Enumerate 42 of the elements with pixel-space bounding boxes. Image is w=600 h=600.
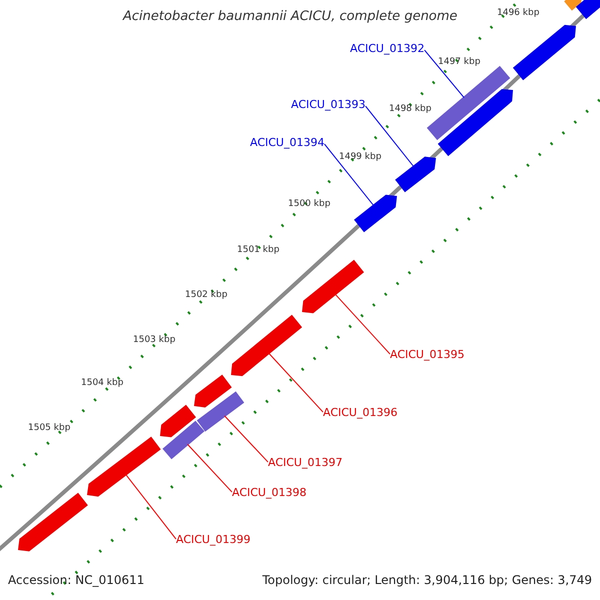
tick-label: 1505 kbp: [28, 424, 70, 434]
tick-label: 1501 kbp: [237, 246, 280, 256]
leader-line: [187, 444, 232, 493]
gene-label: ACICU_01393: [291, 99, 366, 112]
genome-summary: Topology: circular; Length: 3,904,116 bp; Genes: 3,749: [262, 574, 592, 588]
diagram-title: Acinetobacter baumannii ACICU, complete genome: [123, 10, 458, 24]
tick-label: 1497 kbp: [438, 58, 480, 68]
gene-feature: [576, 0, 600, 20]
gene-label: ACICU_01396: [323, 407, 398, 420]
gene-label: ACICU_01398: [232, 487, 306, 500]
gene-feature: [160, 404, 196, 438]
gene-label: ACICU_01395: [390, 349, 464, 362]
feature-bar: [196, 391, 244, 432]
gene-feature: [438, 89, 513, 156]
leader-line: [424, 50, 464, 98]
leader-line: [324, 144, 374, 206]
gene-label: ACICU_01394: [250, 137, 324, 150]
gene-label: ACICU_01397: [268, 457, 342, 470]
tick-label: 1503 kbp: [133, 336, 176, 346]
gene-label: ACICU_01392: [350, 43, 424, 56]
leader-line: [125, 474, 176, 540]
leader-line: [334, 294, 390, 355]
tick-label: 1498 kbp: [389, 105, 432, 115]
gene-feature: [18, 492, 88, 552]
tick-label: 1500 kbp: [288, 200, 330, 210]
gene-feature: [302, 260, 364, 314]
gene-feature: [512, 24, 576, 80]
feature-bar: [162, 420, 204, 460]
gene-feature: [395, 156, 436, 192]
gene-feature: [87, 436, 161, 497]
leader-line: [364, 106, 414, 167]
gene-feature: [231, 314, 302, 376]
leader-line: [224, 415, 268, 463]
gene-label: ACICU_01399: [176, 534, 250, 546]
gene-feature: [564, 0, 582, 11]
tick-label: 1502 kbp: [185, 291, 228, 301]
tick-label: 1496 kbp: [497, 9, 540, 19]
tick-label: 1499 kbp: [339, 153, 382, 163]
gene-feature: [354, 194, 397, 232]
leader-line: [268, 352, 324, 413]
gene-feature: [194, 374, 232, 408]
tick-label: 1504 kbp: [81, 379, 124, 389]
